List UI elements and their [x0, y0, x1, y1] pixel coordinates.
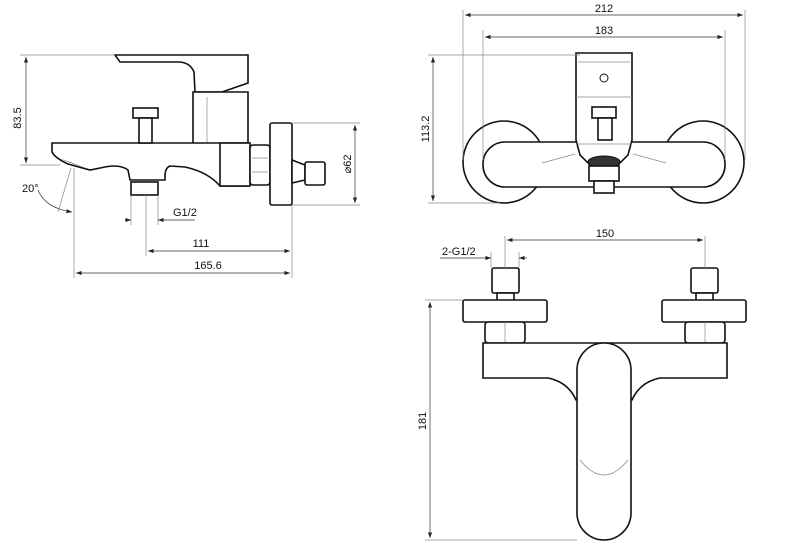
top-view: 212 183 113.2	[420, 3, 746, 204]
outlet-thread	[130, 181, 159, 196]
overall-width-dim: 212	[595, 3, 613, 15]
total-depth-dim: 165.6	[194, 260, 222, 272]
inlet-spacing-dim: 150	[596, 228, 614, 240]
flange-diameter-dim: ⌀62	[342, 155, 354, 174]
wall-flange	[269, 122, 293, 206]
right-flange	[661, 299, 747, 323]
front-height-dim: 181	[417, 412, 429, 430]
spout	[51, 142, 249, 187]
diverter-knob	[132, 107, 159, 119]
left-inlet-thread	[491, 267, 520, 294]
side-view: 83.5 ⌀62 20° G1/2 111 165.6	[12, 54, 360, 278]
eccentric-connector	[304, 161, 326, 186]
lever-handle	[113, 54, 249, 93]
right-inlet-thread	[690, 267, 719, 294]
mixer-body	[192, 91, 249, 146]
left-flange	[462, 299, 548, 323]
depth-dim: 113.2	[420, 116, 432, 143]
inlet-thread-dim: 2-G1/2	[442, 246, 476, 258]
angle-dim: 20°	[22, 183, 39, 195]
outlet-thread-dim: G1/2	[173, 207, 197, 219]
body-width-dim: 183	[595, 25, 613, 37]
nut	[249, 144, 271, 186]
outlet-to-wall-dim: 111	[193, 238, 210, 250]
lever-handle	[576, 342, 632, 541]
front-view: 150 2-G1/2 181	[417, 228, 747, 541]
side-height-dim: 83.5	[12, 107, 24, 128]
